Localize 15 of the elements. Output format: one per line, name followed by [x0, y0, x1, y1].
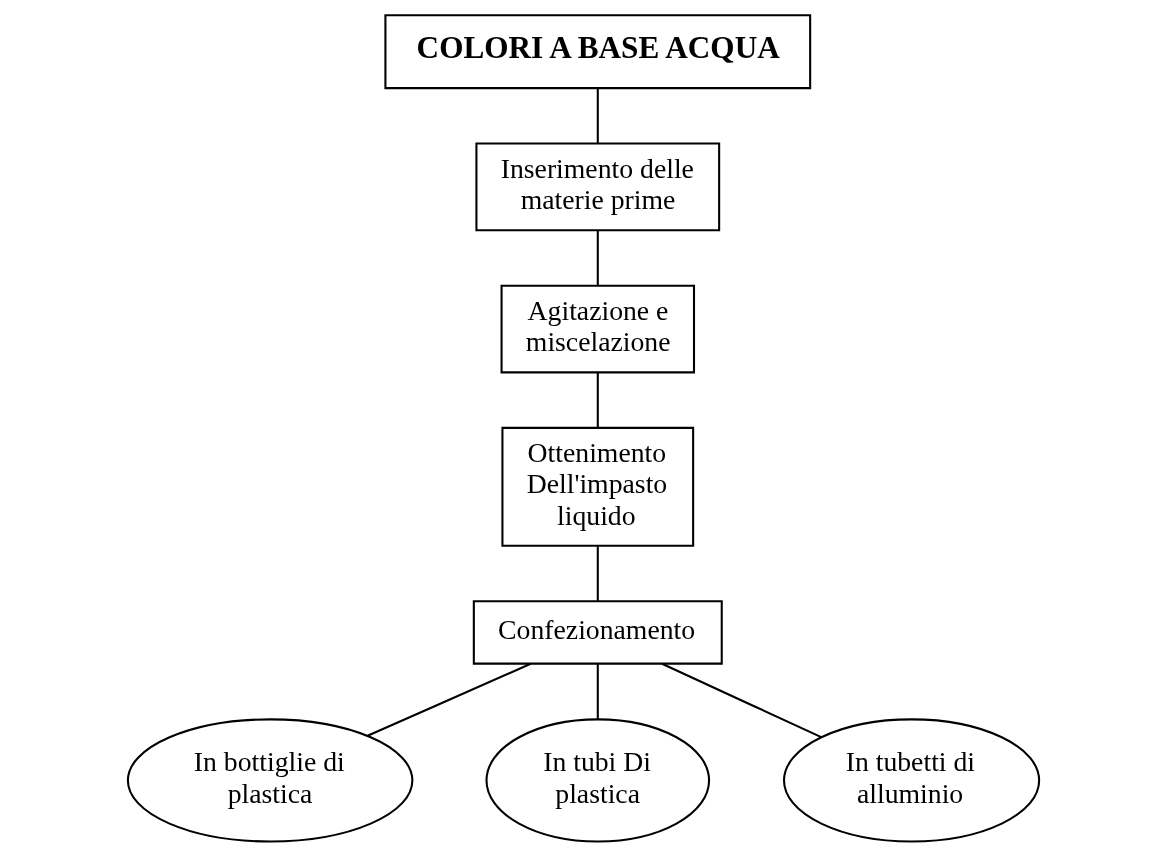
connector	[596, 664, 599, 719]
node-box: Inserimento delle materie prime	[474, 142, 720, 232]
node-box: Confezionamento	[472, 600, 723, 665]
connector	[596, 88, 599, 144]
node-ellipse: In tubetti di alluminio	[782, 718, 1040, 843]
connector	[661, 662, 822, 739]
node-ellipse: In tubi Di plastica	[484, 718, 710, 843]
connector	[596, 230, 599, 286]
connector	[596, 546, 599, 601]
node-ellipse: In bottiglie di plastica	[126, 718, 413, 843]
node-box: Agitazione e miscelazione	[500, 284, 695, 374]
node-box: COLORI A BASE ACQUA	[383, 14, 811, 90]
connector	[596, 372, 599, 428]
node-box: Ottenimento Dell'impasto liquido	[500, 426, 694, 547]
connector	[366, 662, 531, 737]
